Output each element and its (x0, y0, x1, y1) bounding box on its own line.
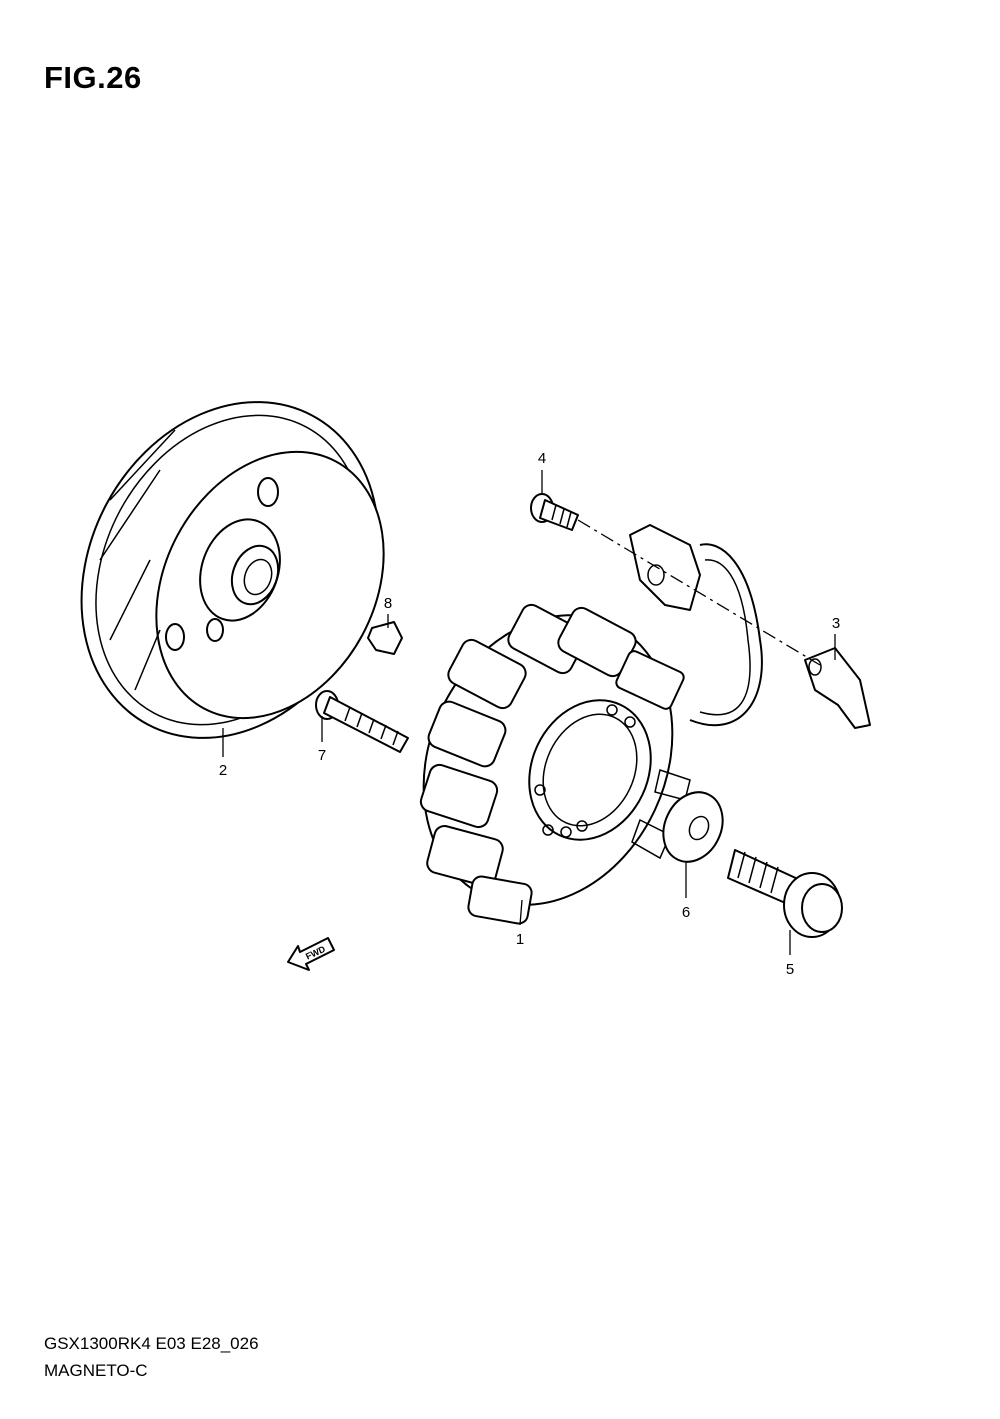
rotor-part (80, 401, 385, 739)
callout-1: 1 (516, 931, 524, 948)
stator-part (419, 543, 763, 925)
bolt-part (727, 849, 843, 938)
long-bolt-part (315, 690, 409, 753)
callout-3: 3 (832, 615, 840, 632)
clamp-part (629, 524, 871, 729)
fwd-arrow-icon: FWD (287, 937, 335, 971)
figure-title: FIG.26 (44, 60, 142, 95)
key-part (367, 621, 403, 655)
washer-part (662, 791, 724, 863)
model-code: GSX1300RK4 E03 E28_026 (44, 1334, 259, 1353)
callout-2: 2 (219, 762, 227, 779)
section-name: MAGNETO-C (44, 1361, 148, 1380)
callout-5: 5 (786, 961, 794, 978)
callout-4: 4 (538, 450, 546, 467)
alignment-line (577, 519, 821, 666)
callout-7: 7 (318, 747, 326, 764)
leader-lines (222, 470, 836, 955)
callout-6: 6 (682, 904, 690, 921)
callout-8: 8 (384, 595, 392, 612)
screw-small-part (530, 493, 579, 531)
